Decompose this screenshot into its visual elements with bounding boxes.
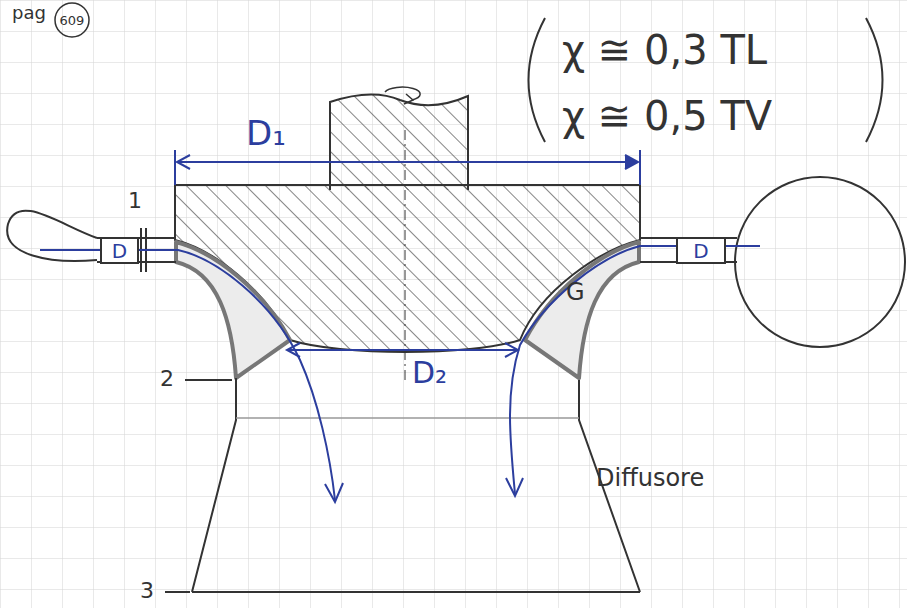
page-number: 609 [60, 14, 85, 27]
runner-blade [525, 242, 639, 378]
dimension-d2 [287, 343, 518, 357]
section-number: 1 [128, 190, 142, 212]
draft-tube [165, 378, 640, 592]
coefficient-note: χ ≅ 0,3 TL [562, 30, 767, 70]
coefficient-note: χ ≅ 0,5 TV [562, 96, 772, 136]
part-label: Diffusore [596, 466, 704, 490]
dimension-d1 [175, 150, 640, 185]
shaft [330, 87, 468, 190]
distributor-box: D [676, 237, 726, 264]
box-letter: D [693, 241, 708, 261]
page-ref: pag [12, 4, 46, 22]
distributor-box: D [100, 237, 139, 264]
box-letter: D [112, 241, 127, 261]
section-number: 2 [160, 368, 174, 390]
spiral-casing [7, 177, 905, 347]
flow-line [40, 246, 760, 502]
dimension-label: D₁ [246, 116, 286, 150]
parenthesis [866, 18, 883, 142]
axis-line [405, 130, 406, 382]
parenthesis [529, 18, 546, 142]
part-label: G [566, 280, 585, 304]
runner-blade [176, 242, 290, 378]
dimension-label: D₂ [412, 358, 447, 388]
section-number: 3 [140, 580, 154, 602]
page-circle [55, 3, 89, 37]
